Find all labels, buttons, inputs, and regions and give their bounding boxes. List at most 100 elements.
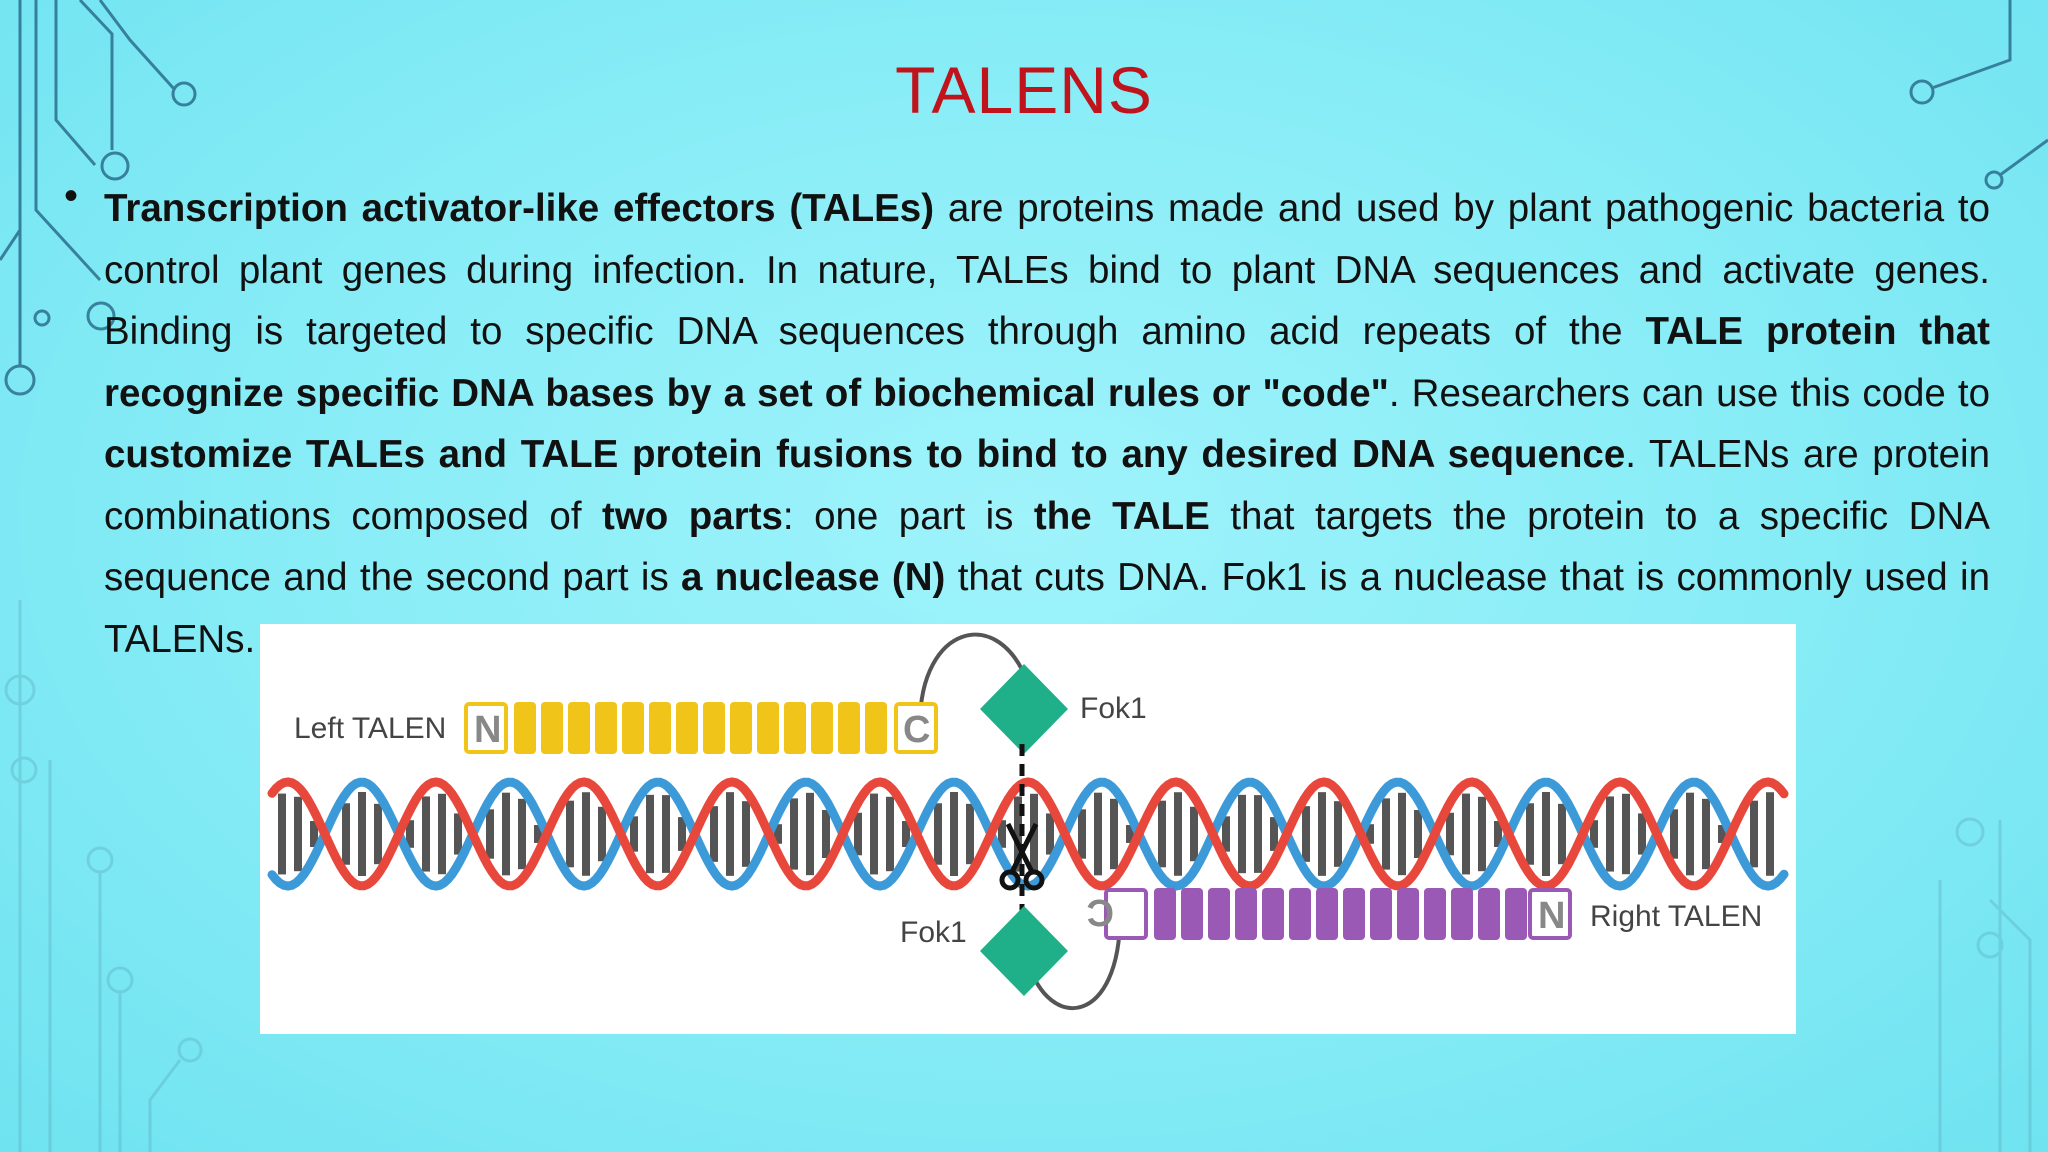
dna-strand-blue [267, 777, 1789, 891]
dna-rung [454, 813, 462, 855]
dna-rung [806, 792, 814, 876]
tale-repeat [1289, 888, 1311, 940]
tale-repeat [1478, 888, 1500, 940]
dna-rung [1478, 796, 1486, 872]
dna-rung [1254, 795, 1262, 873]
dna-rung [630, 816, 638, 852]
tale-repeat [1316, 888, 1338, 940]
dna-rung [1382, 798, 1390, 870]
left-c-letter: C [903, 709, 930, 751]
dna-rung [1190, 806, 1198, 862]
tale-repeat [784, 702, 806, 754]
text-run: . Researchers can use this code to [1388, 371, 1990, 415]
tale-repeat [1451, 888, 1473, 940]
tale-repeat [811, 702, 833, 754]
dna-rung [1526, 803, 1534, 865]
bold-run: TALE protein that recognize specific DNA… [104, 310, 1990, 415]
dna-rung [342, 803, 350, 865]
text-run: that cuts DNA. Fok1 is a nuclease that i… [104, 556, 1990, 661]
left-talen-linker [918, 632, 1030, 725]
dna-rung [1414, 809, 1422, 859]
dna-rung [1718, 825, 1726, 843]
tale-repeat [1154, 888, 1176, 940]
talen-diagram: Left TALEN N C Fok1 C N Right TALEN [260, 624, 1796, 1034]
dna-rung [1094, 792, 1102, 876]
dna-rung [790, 798, 798, 870]
tale-repeat [1262, 888, 1284, 940]
dna-rung [582, 792, 590, 876]
fok1-bottom-label: Fok1 [900, 916, 967, 949]
dna-rung [726, 792, 734, 876]
left-n-box [464, 702, 508, 754]
bold-run: a nuclease (N) [681, 556, 946, 599]
dna-rung [1270, 817, 1278, 851]
fok1-top-shape [980, 664, 1068, 754]
dna-rung [1686, 792, 1694, 876]
dna-rung [1174, 792, 1182, 876]
dna-rung [1110, 798, 1118, 870]
dna-rung [998, 820, 1006, 848]
tale-repeat [838, 702, 860, 754]
text-run: . TALENs are protein combinations compos… [104, 433, 1991, 538]
tale-repeat [1424, 888, 1446, 940]
dna-rung [1318, 792, 1326, 876]
dna-rung [1014, 796, 1022, 872]
dna-rung [1222, 816, 1230, 852]
bold-run: Transcription activator-like effectors (… [104, 187, 935, 230]
dna-rung [1766, 792, 1774, 876]
dna-rung [710, 806, 718, 862]
text-run: are proteins made and used by plant path… [104, 187, 1990, 353]
text-run: : one part is [782, 494, 1034, 538]
dna-rung [742, 801, 750, 867]
tale-repeat [568, 702, 590, 754]
dna-rung [950, 792, 958, 876]
dna-rung [1158, 800, 1166, 868]
dna-rung [934, 803, 942, 865]
dna-rung [502, 792, 510, 876]
dna-rung [1302, 806, 1310, 862]
left-n-letter: N [474, 709, 501, 751]
tale-repeat [1343, 888, 1365, 940]
dna-rung [1750, 800, 1758, 868]
slide-title: TALENS [895, 53, 1153, 127]
dna-rung [1622, 793, 1630, 875]
dna-rung [886, 796, 894, 872]
tale-repeat [622, 702, 644, 754]
tale-repeat [865, 702, 887, 754]
tale-repeat [757, 702, 779, 754]
dna-rung [1030, 793, 1038, 875]
dna-rung [1366, 824, 1374, 844]
tale-repeat [703, 702, 725, 754]
dna-rung [486, 809, 494, 859]
dna-rung [870, 793, 878, 875]
tale-repeat [676, 702, 698, 754]
dna-rung [422, 796, 430, 872]
scissors-icon [999, 822, 1045, 891]
right-n-box [1528, 888, 1572, 940]
tale-repeat [1370, 888, 1392, 940]
dna-rung [278, 793, 286, 875]
dna-rungs [278, 792, 1774, 876]
dna-rung [1542, 792, 1550, 876]
tale-repeat [514, 702, 536, 754]
dna-rung [902, 820, 910, 848]
dna-rung [646, 794, 654, 874]
dna-rung [1558, 803, 1566, 865]
dna-rung [1334, 801, 1342, 867]
dna-rung [310, 820, 318, 848]
tale-repeat [649, 702, 671, 754]
tale-repeat [1181, 888, 1203, 940]
tale-repeat [1235, 888, 1257, 940]
dna-rung [1126, 825, 1134, 843]
dna-rung [1590, 820, 1598, 848]
fok1-top-label: Fok1 [1080, 692, 1147, 725]
dna-rung [566, 800, 574, 868]
dna-rung [1238, 794, 1246, 874]
bold-run: two parts [602, 494, 783, 538]
tale-repeat [541, 702, 563, 754]
dna-rung [966, 803, 974, 865]
body-paragraph: Transcription activator-like effectors (… [104, 178, 1990, 670]
dna-rung [774, 824, 782, 844]
